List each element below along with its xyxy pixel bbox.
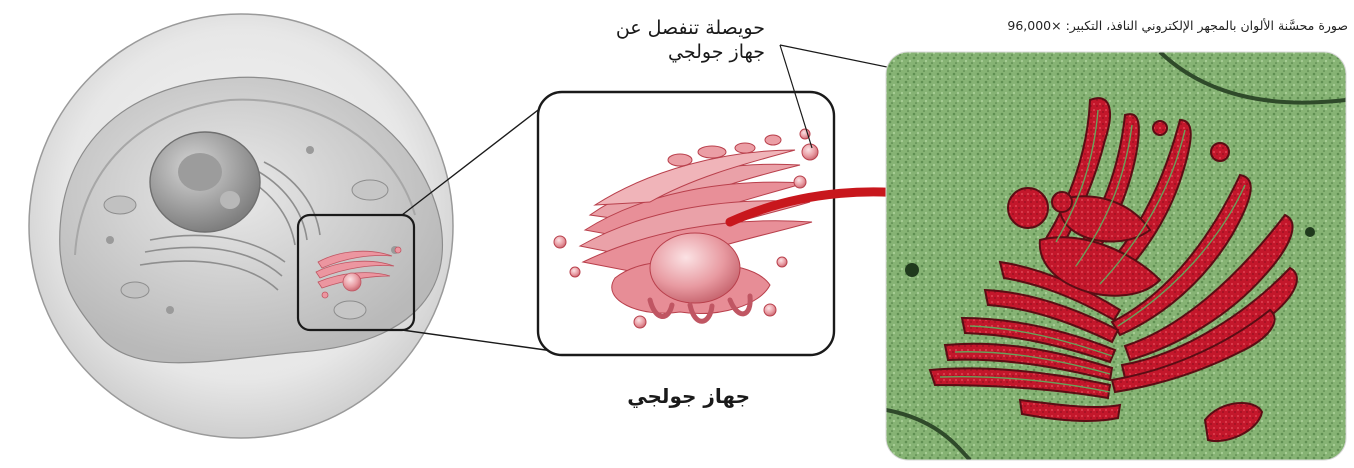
vesicle-detaching — [802, 144, 818, 160]
vesicle-label: حويصلة تنفصل عن جهاز جولجي — [560, 16, 765, 64]
vesicle-label-line1: حويصلة تنفصل عن — [560, 16, 765, 40]
cell-overview — [29, 14, 453, 438]
micrograph — [886, 52, 1346, 460]
micrograph-caption: صورة محسَّنة الألوان بالمجهر الإلكتروني … — [860, 18, 1348, 33]
golgi-label: جهاز جولجي — [560, 384, 750, 408]
vesicle-label-line2: جهاز جولجي — [560, 40, 765, 64]
